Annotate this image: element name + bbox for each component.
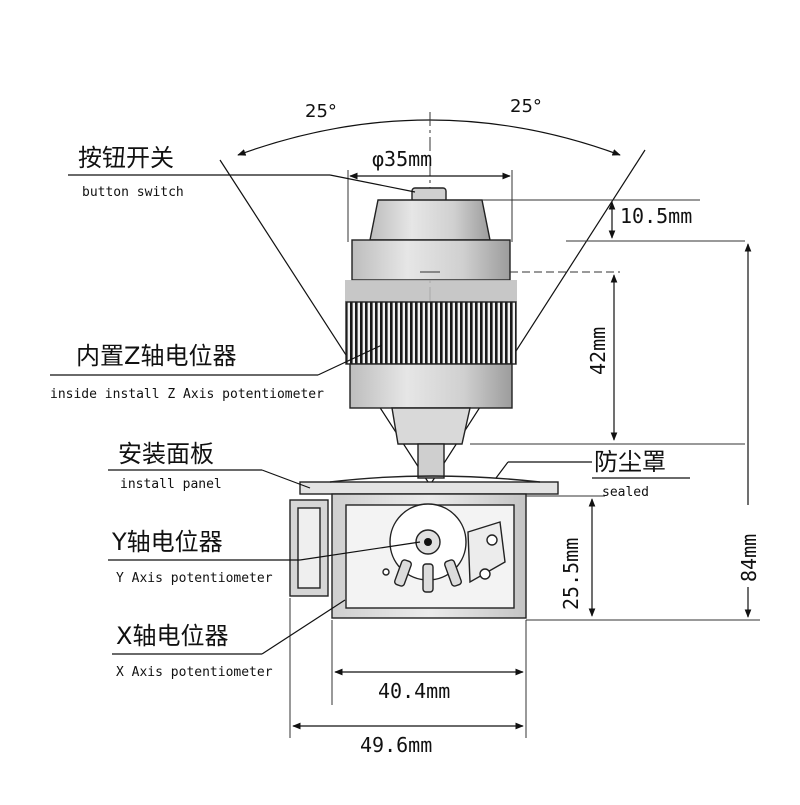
y-potentiometer-face [297, 507, 321, 589]
base-width-label: 40.4mm [378, 679, 450, 703]
x-pot-en-label: X Axis potentiometer [116, 665, 273, 680]
base-housing [289, 493, 527, 619]
sealed-en-label: sealed [602, 485, 649, 500]
button-switch-cn-label: 按钮开关 [78, 144, 174, 172]
sealed-cn-label: 防尘罩 [594, 448, 666, 476]
install-panel-en-label: install panel [120, 477, 222, 492]
tilt-line-left [219, 159, 431, 486]
terminal-pin-3 [444, 559, 462, 587]
terminal-pin-1 [394, 559, 412, 587]
bracket-hole-top [486, 534, 498, 546]
dim-overall-width: 49.6mm [289, 598, 527, 757]
dim-total-height: 84mm [526, 243, 761, 621]
overall-width-label: 49.6mm [360, 733, 432, 757]
terminal-pin-2 [422, 563, 434, 593]
total-height-label: 84mm [737, 534, 761, 582]
callout-y-potentiometer: Y轴电位器 Y Axis potentiometer [108, 528, 421, 586]
callout-button-switch: 按钮开关 button switch [68, 144, 416, 200]
install-panel-plate [299, 481, 559, 495]
angle-right-label: 25° [510, 96, 542, 117]
top-height-label: 10.5mm [620, 204, 692, 228]
y-pot-cn-label: Y轴电位器 [111, 528, 223, 556]
leader-line [299, 541, 421, 561]
leader-line [329, 174, 416, 193]
callout-sealed: 防尘罩 sealed [495, 448, 690, 500]
joystick-shaft [417, 443, 445, 479]
z-pot-cn-label: 内置Z轴电位器 [76, 342, 236, 370]
y-pot-en-label: Y Axis potentiometer [116, 571, 273, 586]
callout-x-potentiometer: X轴电位器 X Axis potentiometer [112, 599, 346, 680]
dim-top-diameter: φ35mm [347, 147, 513, 242]
knob-neck [391, 407, 471, 445]
knob-top [369, 199, 491, 241]
dim-top-height: 10.5mm [470, 199, 745, 242]
dim-label-bg [738, 505, 760, 587]
sealed-dust-cover [329, 475, 541, 483]
x-potentiometer-shaft [424, 538, 432, 546]
angle-left-label: 25° [305, 101, 337, 122]
install-panel-cn-label: 安装面板 [118, 440, 214, 468]
leader-line [317, 344, 383, 376]
dim-base-height: 25.5mm [526, 495, 605, 617]
x-pot-cn-label: X轴电位器 [116, 622, 228, 650]
base-height-label: 25.5mm [559, 538, 583, 610]
terminal-pins [394, 559, 462, 593]
z-pot-en-label: inside install Z Axis potentiometer [50, 387, 324, 402]
dim-base-width: 40.4mm [331, 620, 527, 705]
knob-ribbed-grip [345, 301, 517, 365]
knob-lower [349, 363, 513, 409]
knob-shoulder [351, 239, 511, 281]
knob-height-label: 42mm [586, 327, 610, 375]
dim-knob-height: 42mm [470, 271, 745, 445]
callout-z-potentiometer: 内置Z轴电位器 inside install Z Axis potentiome… [50, 342, 383, 402]
base-screw [382, 568, 390, 576]
install-panel-group [299, 475, 559, 495]
leader-line [261, 469, 311, 489]
leader-line [495, 461, 509, 479]
knob-collar [345, 280, 517, 302]
leader-line [261, 599, 346, 655]
bracket-hole-bottom [479, 568, 491, 580]
top-diameter-label: φ35mm [372, 147, 432, 171]
joystick-knob [345, 187, 517, 479]
button-switch-en-label: button switch [82, 185, 184, 200]
callout-install-panel: 安装面板 install panel [108, 440, 311, 492]
